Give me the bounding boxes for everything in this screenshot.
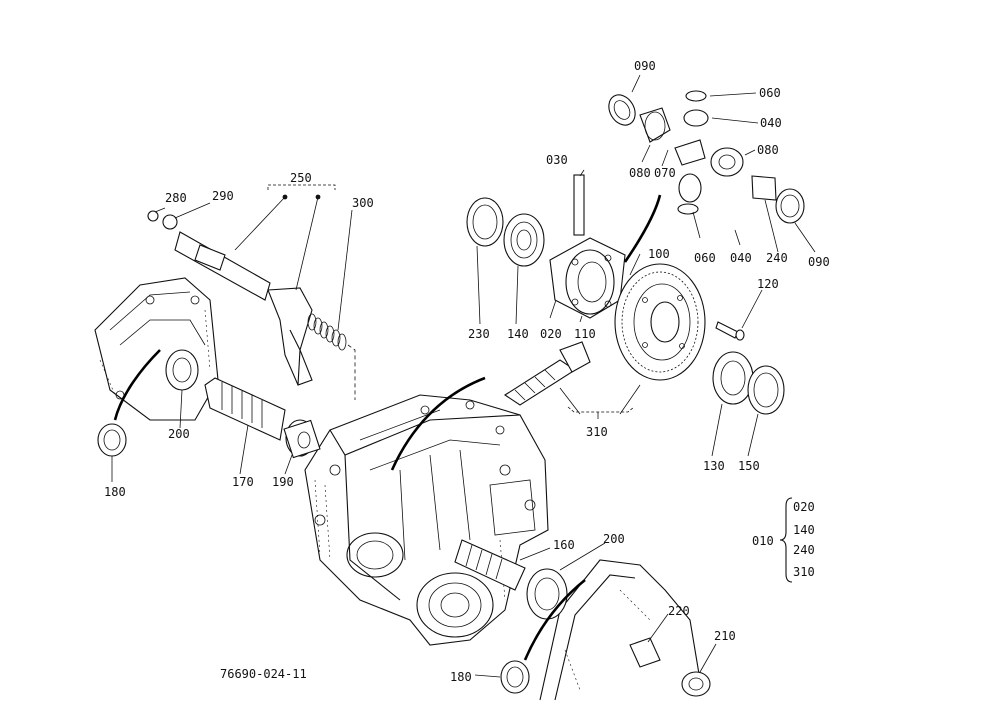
callout-060-bottom: 060 [694,251,716,265]
callout-210: 210 [714,629,736,643]
lower-shaft-assembly [454,539,711,697]
assembly-item-240: 240 [793,543,815,557]
assembly-group-010: 010 020 140 240 310 [752,497,815,583]
callout-080-right: 080 [757,143,779,157]
drawing-number: 76690-024-11 [220,667,307,681]
callout-150: 150 [738,459,760,473]
callout-080-left: 080 [629,166,651,180]
callout-310: 310 [586,425,608,439]
callout-200-right: 200 [603,532,625,546]
callout-120: 120 [757,277,779,291]
differential-assembly [466,174,785,415]
callout-110: 110 [574,327,596,341]
callout-180-bottom: 180 [450,670,472,684]
callout-090-top: 090 [634,59,656,73]
callout-140: 140 [507,327,529,341]
callout-250: 250 [290,171,312,185]
assembly-item-140: 140 [793,523,815,537]
callout-240: 240 [766,251,788,265]
callout-040-bottom: 040 [730,251,752,265]
shift-fork-assembly [147,210,356,400]
callout-200-left: 200 [168,427,190,441]
leader-lines [111,74,816,678]
assembly-group-label: 010 [752,534,774,548]
callout-030: 030 [546,153,568,167]
callout-060-top: 060 [759,86,781,100]
callout-170: 170 [232,475,254,489]
assembly-item-310: 310 [793,565,815,579]
callout-300: 300 [352,196,374,210]
callout-180-left: 180 [104,485,126,499]
callout-190: 190 [272,475,294,489]
callout-160: 160 [553,538,575,552]
callout-020: 020 [540,327,562,341]
callout-100: 100 [648,247,670,261]
assembly-curves [113,194,662,661]
left-housing [94,277,219,421]
callout-090-bottom: 090 [808,255,830,269]
callout-230: 230 [468,327,490,341]
callout-040-top: 040 [760,116,782,130]
diff-gears-exploded [608,90,805,224]
transmission-case [304,394,549,646]
assembly-item-020: 020 [793,500,815,514]
callout-130: 130 [703,459,725,473]
callout-290: 290 [212,189,234,203]
left-shaft-assembly [97,349,321,459]
callout-220: 220 [668,604,690,618]
callout-labels: 090 060 040 080 030 080 070 100 060 040 … [104,59,830,684]
callout-280: 280 [165,191,187,205]
callout-070: 070 [654,166,676,180]
